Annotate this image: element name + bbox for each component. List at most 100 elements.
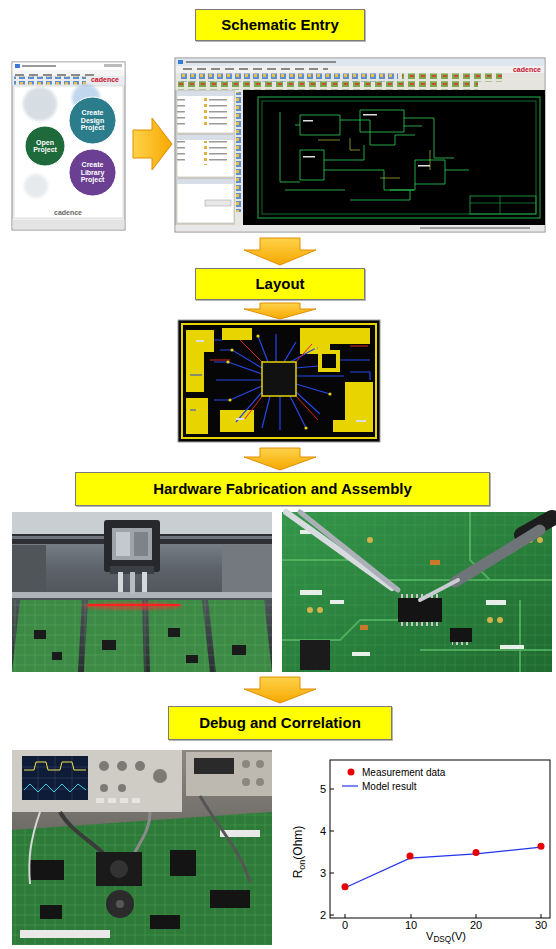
lab-bench-photo bbox=[242, 778, 250, 786]
legend-entry: Model result bbox=[362, 781, 416, 792]
schematic-editor-screenshot bbox=[303, 114, 430, 167]
lab-bench-photo bbox=[106, 890, 134, 918]
start-page-screenshot bbox=[23, 87, 57, 121]
hand-soldering-photo bbox=[282, 512, 552, 672]
hand-soldering-photo bbox=[352, 652, 370, 656]
pcb-layout-image bbox=[228, 398, 231, 401]
schematic-editor-screenshot bbox=[175, 58, 545, 232]
schematic-editor-screenshot bbox=[235, 90, 243, 225]
start-page-screenshot bbox=[14, 77, 86, 85]
schematic-editor-screenshot bbox=[177, 97, 227, 127]
pick-and-place-photo bbox=[186, 655, 198, 663]
process-stage-box: Schematic Entry bbox=[195, 9, 365, 41]
schematic-editor-screenshot bbox=[176, 59, 545, 67]
pcb-layout-image bbox=[256, 334, 259, 337]
start-page-screenshot bbox=[13, 63, 125, 71]
lab-bench-photo bbox=[24, 784, 86, 792]
hand-soldering-photo bbox=[330, 600, 344, 604]
hand-soldering-photo bbox=[282, 512, 552, 672]
pcb-layout-image bbox=[186, 330, 214, 392]
schematic-editor-screenshot bbox=[176, 66, 545, 73]
pick-and-place-photo bbox=[168, 628, 180, 637]
lab-bench-photo bbox=[194, 758, 234, 774]
pcb-layout-image bbox=[210, 340, 368, 420]
pick-and-place-photo bbox=[142, 572, 147, 592]
measurement-chart bbox=[282, 750, 552, 945]
button-label: Open Project bbox=[29, 139, 61, 154]
process-stage-box: Layout bbox=[195, 268, 365, 300]
stage-title: Hardware Fabrication and Assembly bbox=[153, 480, 412, 497]
axis-title-part: V bbox=[426, 930, 433, 942]
legend-text: Model result bbox=[362, 781, 416, 792]
pick-and-place-photo bbox=[12, 545, 46, 592]
pcb-layout-image bbox=[214, 350, 262, 422]
measurement-chart bbox=[330, 760, 550, 918]
start-page-screenshot bbox=[24, 174, 48, 198]
button-label: Create Design Project bbox=[75, 109, 111, 131]
lab-bench-photo bbox=[118, 784, 126, 792]
lab-bench-photo bbox=[242, 760, 264, 786]
start-page-screenshot bbox=[13, 70, 125, 76]
axis-tick-label: 2 bbox=[320, 909, 326, 921]
schematic-editor-screenshot bbox=[177, 91, 234, 133]
pick-and-place-photo bbox=[112, 528, 152, 560]
measurement-chart bbox=[282, 750, 552, 945]
axis-title-part: (V) bbox=[451, 930, 466, 942]
schematic-editor-screenshot bbox=[295, 115, 415, 145]
schematic-editor-screenshot bbox=[280, 112, 410, 200]
flow-arrow bbox=[133, 118, 172, 170]
schematic-editor-screenshot bbox=[363, 114, 377, 116]
start-page-screenshot bbox=[12, 62, 125, 230]
axis-tick-label: 20 bbox=[470, 919, 482, 931]
schematic-editor-screenshot bbox=[178, 67, 328, 73]
schematic-editor-screenshot bbox=[303, 156, 315, 158]
pcb-layout-image bbox=[262, 362, 296, 396]
axis-title: Ron(Ohm) bbox=[292, 826, 308, 879]
lab-bench-photo bbox=[210, 890, 250, 908]
schematic-editor-screenshot bbox=[177, 91, 234, 96]
measurement-chart bbox=[342, 883, 349, 890]
flow-arrow bbox=[244, 238, 316, 265]
start-page-screenshot bbox=[14, 70, 98, 76]
pcb-layout-image bbox=[226, 334, 331, 429]
schematic-editor-screenshot bbox=[176, 73, 545, 90]
hand-soldering-photo bbox=[537, 537, 543, 543]
circle-outline bbox=[69, 149, 116, 196]
schematic-editor-screenshot bbox=[300, 145, 414, 190]
lab-bench-photo bbox=[108, 798, 116, 803]
axis-tick-label: 30 bbox=[535, 919, 547, 931]
schematic-editor-screenshot bbox=[177, 179, 234, 184]
pcb-layout-image bbox=[178, 320, 380, 442]
lab-bench-photo bbox=[132, 798, 140, 803]
axis-title: VDSQ(V) bbox=[426, 930, 466, 945]
lab-bench-photo bbox=[134, 812, 150, 854]
schematic-editor-screenshot bbox=[177, 179, 234, 223]
schematic-editor-screenshot bbox=[258, 97, 540, 218]
menu-circle-button: Open Project bbox=[24, 125, 66, 167]
flow-arrow bbox=[244, 677, 316, 703]
lab-bench-photo bbox=[24, 762, 86, 770]
schematic-editor-screenshot bbox=[178, 82, 478, 90]
logo-text: cadence bbox=[91, 76, 119, 84]
logo-text: cadence bbox=[54, 209, 82, 217]
start-page-screenshot bbox=[104, 64, 122, 67]
stage-title: Schematic Entry bbox=[221, 16, 339, 33]
legend-line bbox=[342, 785, 358, 786]
measurement-chart bbox=[407, 853, 414, 860]
lab-bench-photo bbox=[100, 784, 108, 792]
hand-soldering-photo bbox=[455, 530, 540, 582]
schematic-editor-screenshot bbox=[280, 110, 469, 200]
hand-soldering-photo bbox=[367, 537, 373, 543]
start-page-screenshot bbox=[22, 65, 56, 67]
pcb-layout-image bbox=[226, 360, 229, 363]
hand-soldering-photo bbox=[430, 560, 440, 565]
pick-and-place-photo bbox=[232, 645, 246, 655]
legend-dot bbox=[348, 769, 355, 776]
schematic-editor-screenshot bbox=[236, 92, 242, 212]
lab-bench-photo bbox=[96, 798, 104, 803]
axis-tick-label: 10 bbox=[405, 919, 417, 931]
hand-soldering-photo bbox=[286, 512, 392, 588]
schematic-editor-screenshot bbox=[402, 74, 502, 82]
menu-circle-button: Create Design Project bbox=[68, 96, 117, 145]
